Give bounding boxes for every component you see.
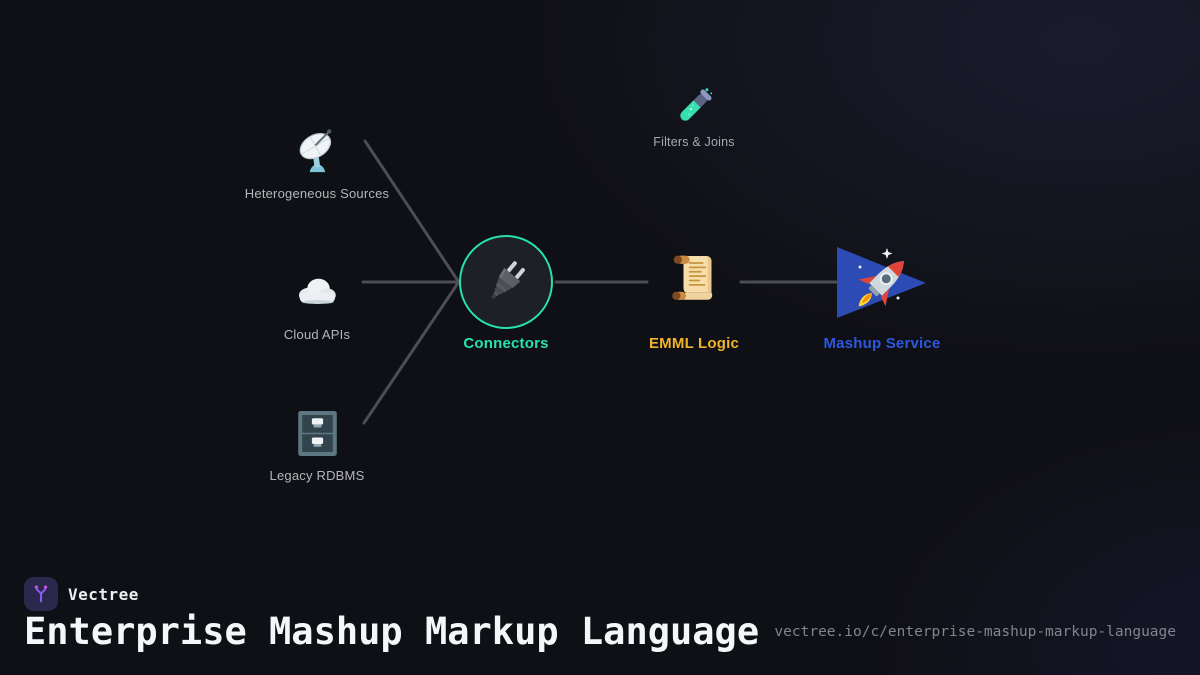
page-title: Enterprise Mashup Markup Language [24,610,760,653]
scroll-icon [672,255,713,300]
cloud-icon [299,278,336,304]
filters-joins-label: Filters & Joins [653,135,735,149]
legacy-rdbms-label: Legacy RDBMS [269,468,365,483]
brand-name: Vectree [68,585,139,604]
edge-rdbms-connectors [362,281,460,425]
connectors-node [459,235,553,329]
page-url: vectree.io/c/enterprise-mashup-markup-la… [774,624,1176,640]
sources-label: Heterogeneous Sources [244,186,390,201]
test-tube-icon [680,88,713,121]
rocket-flag-icon [837,247,926,318]
vectree-logo [24,577,58,611]
vectree-logo-icon [34,585,48,603]
emml-logic-label: EMML Logic [648,335,740,352]
connectors-label: Connectors [463,335,549,352]
power-plug-icon [491,261,525,299]
mashup-service-label: Mashup Service [823,335,941,352]
edge-sources-connectors [363,139,460,283]
satellite-dish-icon [299,129,332,173]
file-cabinet-icon [298,411,337,456]
cloud-apis-label: Cloud APIs [283,327,351,342]
